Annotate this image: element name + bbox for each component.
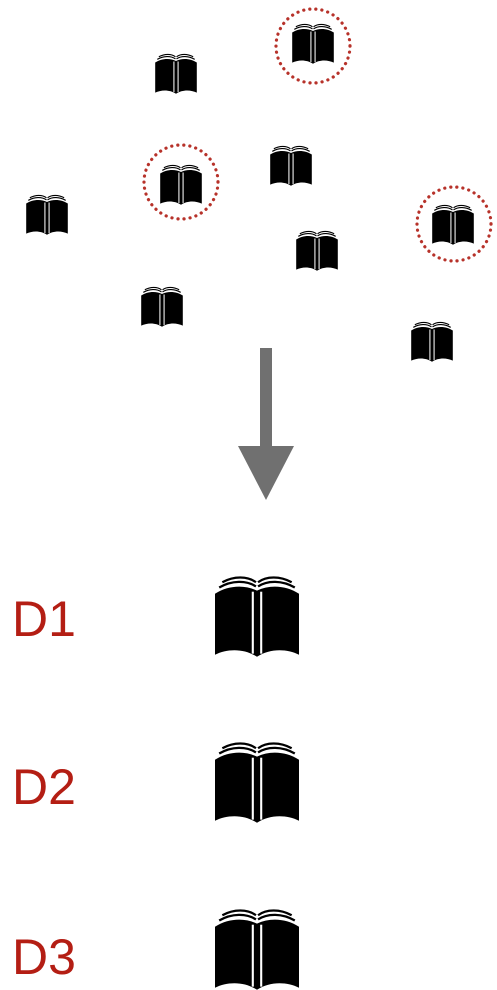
highlight-ring [142,143,220,221]
open-book-icon [213,742,301,824]
down-arrow-icon [238,348,294,500]
selected-documents [213,576,301,990]
document-label-d1: D1 [12,591,76,647]
scattered-documents [25,23,475,363]
open-book-icon [213,576,301,658]
open-book-icon [213,909,301,990]
open-book-icon [159,164,203,206]
highlight-rings [142,7,493,263]
highlight-ring [274,7,352,85]
open-book-icon [25,194,69,236]
open-book-icon [295,230,339,272]
open-book-icon [154,53,198,95]
open-book-icon [410,321,454,363]
open-book-icon [140,286,184,328]
open-book-icon [431,204,475,246]
highlight-ring [415,185,493,263]
document-label-d3: D3 [12,929,76,985]
open-book-icon [291,23,335,65]
open-book-icon [269,145,313,187]
document-label-d2: D2 [12,759,76,815]
